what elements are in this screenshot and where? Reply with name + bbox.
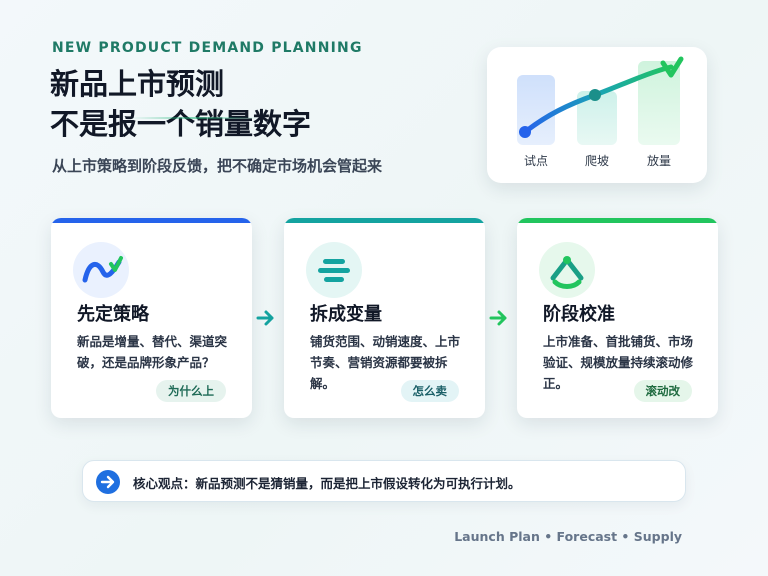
growth-illustration-card: 试点 爬坡 放量 [487,47,707,183]
card-description: 上市准备、首批铺货、市场验证、规模放量持续滚动修正。 [543,334,694,391]
card-title: 阶段校准 [543,304,615,325]
card-description: 新品是增量、替代、渠道突破，还是品牌形象产品？ [77,334,228,370]
step-card-strategy: 先定策略 新品是增量、替代、渠道突破，还是品牌形象产品？ 为什么上 [51,218,252,418]
page-title: 新品上市预测 不是报一个销量数字 [50,64,311,144]
phase-label-ramp: 爬坡 [584,154,609,168]
page-subtitle: 从上市策略到阶段反馈，把不确定市场机会管起来 [52,157,383,175]
phase-label-scale: 放量 [646,154,671,168]
phase-label-pilot: 试点 [523,154,548,168]
card-accent-bar [51,218,252,223]
title-decoration-line [130,117,260,119]
step-card-calibration: 阶段校准 上市准备、首批铺货、市场验证、规模放量持续滚动修正。 滚动改 [517,218,718,418]
core-insight-callout: 核心观点：新品预测不是猜销量，而是把上市假设转化为可执行计划。 [82,460,686,502]
card-tag: 滚动改 [633,380,692,402]
card-tag: 怎么卖 [400,380,459,402]
strategy-trend-icon [73,242,129,298]
arrow-right-icon [256,310,274,326]
arrow-right-icon [489,310,507,326]
card-title: 先定策略 [77,304,149,325]
card-accent-bar [517,218,718,223]
footer-caption: Launch Plan • Forecast • Supply [454,529,682,544]
card-title: 拆成变量 [310,304,382,325]
breakdown-layers-icon [306,242,362,298]
growth-curve-icon [517,56,684,145]
core-insight-text: 核心观点：新品预测不是猜销量，而是把上市假设转化为可执行计划。 [133,476,521,491]
step-card-variables: 拆成变量 铺货范围、动销速度、上市节奏、营销资源都要被拆解。 怎么卖 [284,218,485,418]
title-line-1: 新品上市预测 [50,67,225,101]
title-line-2: 不是报一个销量数字 [50,107,312,141]
arrow-circle-icon [96,470,120,494]
calibration-cycle-icon [539,242,595,298]
kicker-label: NEW PRODUCT DEMAND PLANNING [52,40,363,56]
card-accent-bar [284,218,485,223]
card-description: 铺货范围、动销速度、上市节奏、营销资源都要被拆解。 [310,334,461,391]
card-tag: 为什么上 [156,380,226,402]
